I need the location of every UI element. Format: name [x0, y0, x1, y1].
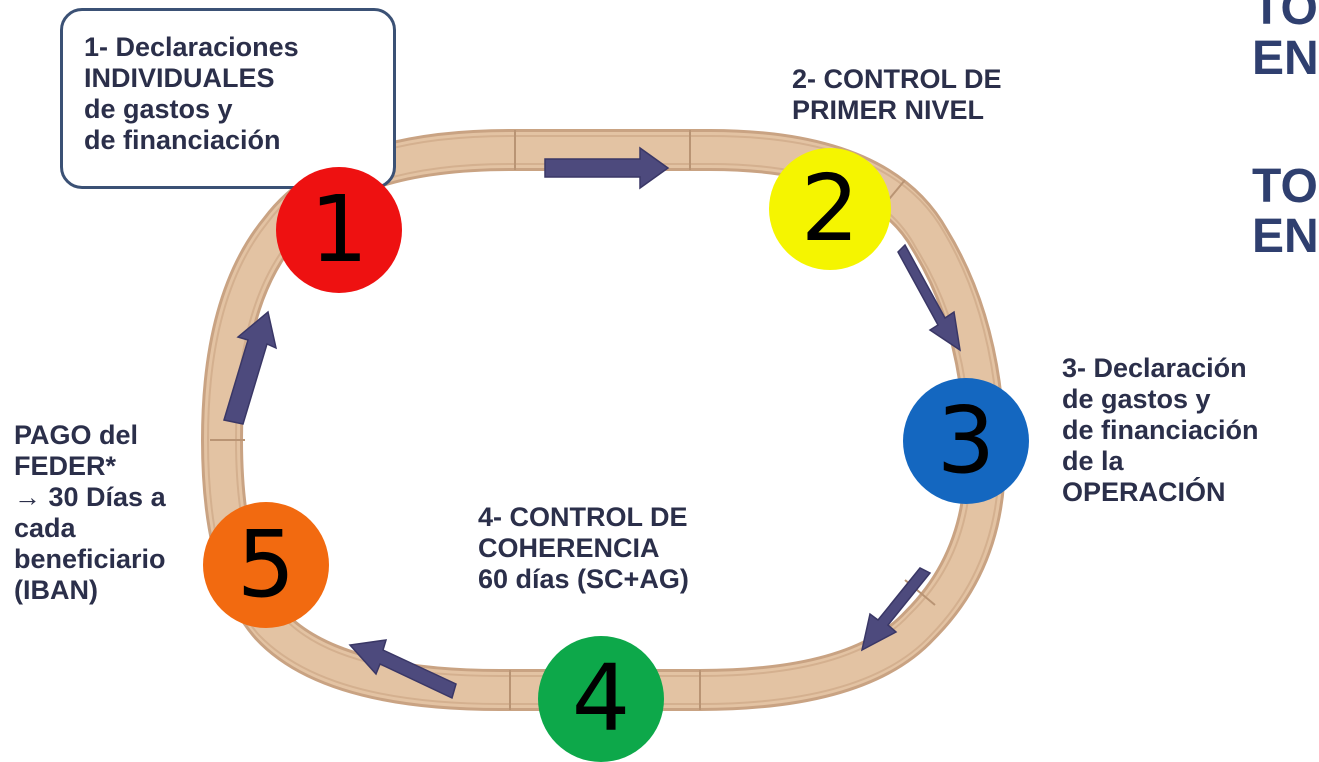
headline-fragment-top: TO EN — [1252, 0, 1319, 85]
step-2-circle: 2 — [769, 148, 891, 270]
arrow-5-to-1 — [223, 310, 278, 425]
arrow-4-to-5 — [348, 639, 457, 700]
step-5-label: PAGO del FEDER* → 30 Días a cada benefic… — [14, 420, 166, 605]
step-3-circle: 3 — [903, 378, 1029, 504]
step-3-label: 3- Declaración de gastos y de financiaci… — [1062, 353, 1259, 507]
step-5-circle: 5 — [203, 502, 329, 628]
step-1-circle: 1 — [276, 167, 402, 293]
step-4-circle: 4 — [538, 636, 664, 762]
arrow-3-to-4 — [860, 567, 932, 652]
headline-fragment-bottom: TO EN — [1252, 160, 1319, 263]
step-2-label: 2- CONTROL DE PRIMER NIVEL — [792, 64, 1002, 125]
step-1-label: 1- Declaraciones INDIVIDUALES de gastos … — [84, 32, 299, 155]
arrow-1-to-2 — [544, 146, 670, 190]
step-1-box — [60, 8, 396, 189]
arrow-2-to-3 — [897, 243, 962, 352]
step-4-label: 4- CONTROL DE COHERENCIA 60 días (SC+AG) — [478, 502, 689, 594]
